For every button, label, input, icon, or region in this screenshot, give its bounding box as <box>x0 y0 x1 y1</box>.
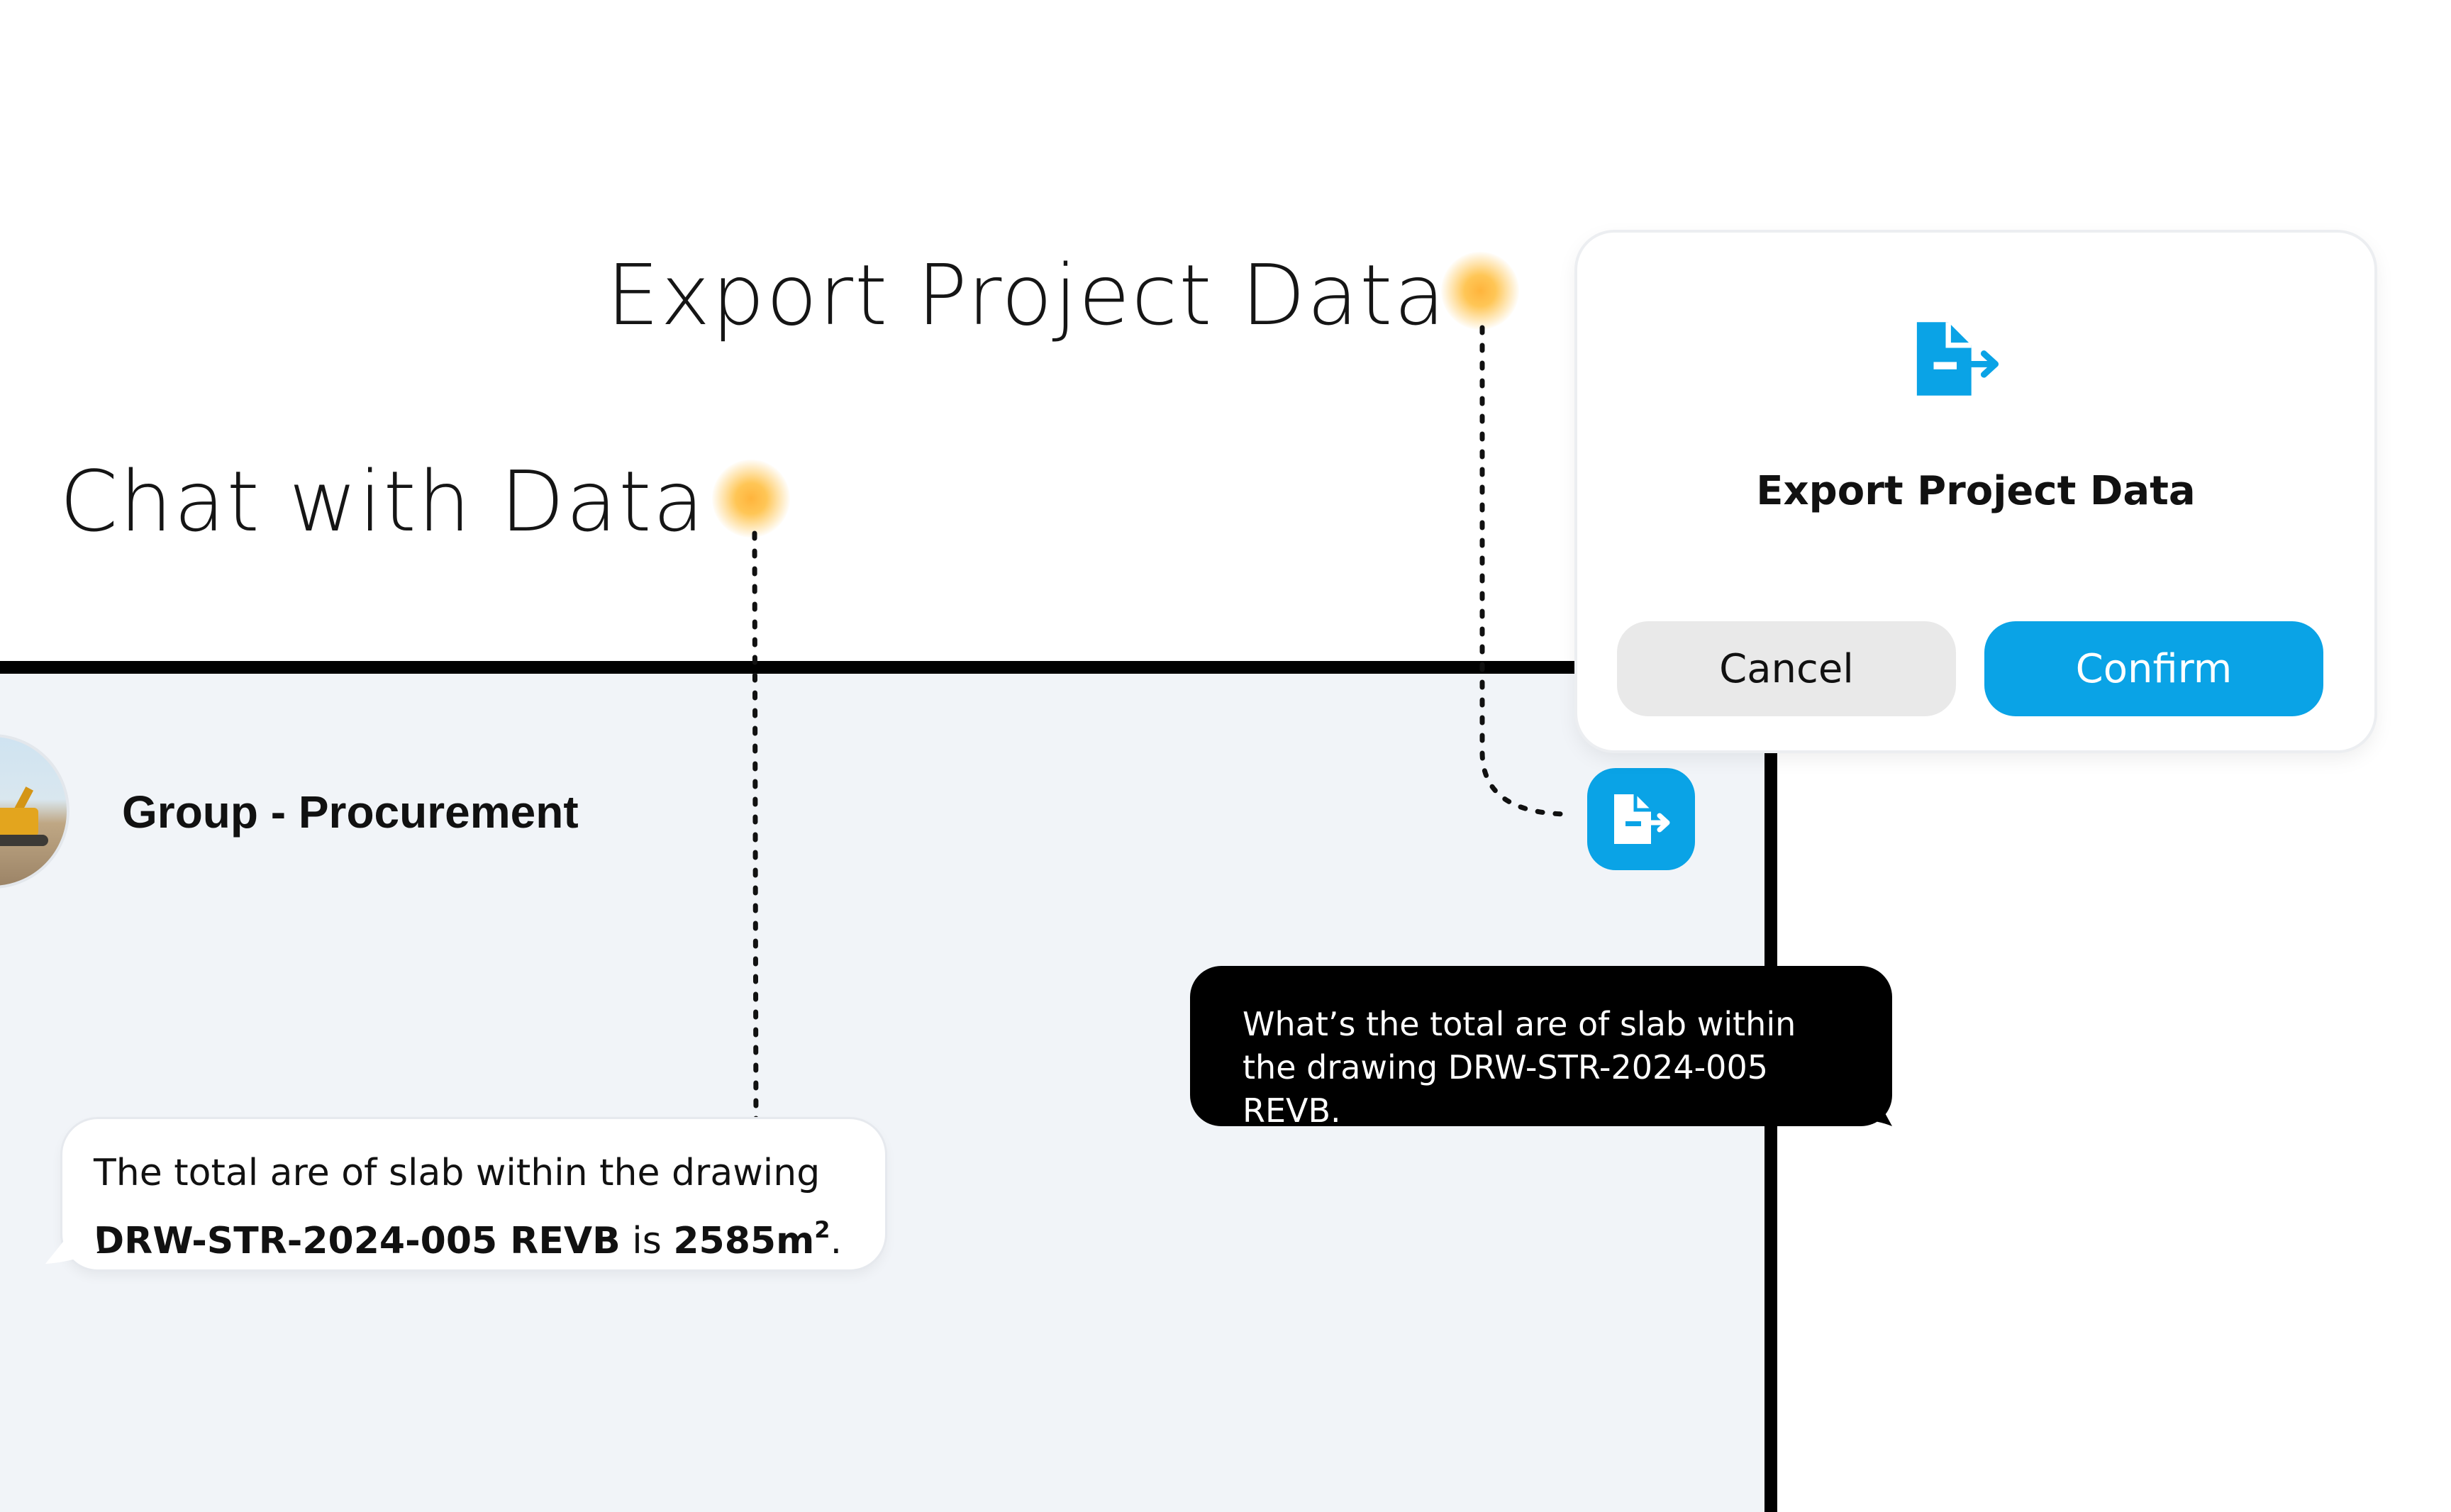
incoming-message-suffix: . <box>830 1220 843 1262</box>
outgoing-message-bubble: What’s the total are of slab within the … <box>1190 966 1892 1130</box>
incoming-message-area: 2585m <box>673 1220 815 1262</box>
connector-chat <box>752 530 759 1132</box>
connector-export <box>1479 325 1573 817</box>
incoming-message-area-exponent: 2 <box>814 1216 830 1243</box>
connector-lines <box>752 325 1573 1132</box>
feature-label-chat: Chat with Data <box>60 452 706 550</box>
confirm-button[interactable]: Confirm <box>1984 621 2323 716</box>
modal-title: Export Project Data <box>1756 468 2196 514</box>
bubble-tail <box>45 1206 99 1264</box>
avatar-excavator <box>0 808 38 836</box>
cancel-button[interactable]: Cancel <box>1617 621 1956 716</box>
highlight-dot-icon <box>712 460 790 538</box>
file-export-icon <box>1614 794 1670 844</box>
chat-group-title: Group - Procurement <box>122 786 579 838</box>
incoming-message-drawing: DRW-STR-2024-005 REVB <box>94 1220 621 1262</box>
incoming-message-prefix: The total are of slab within the drawing <box>94 1152 821 1194</box>
bubble-tail <box>1858 1064 1892 1126</box>
incoming-message-middle: is <box>632 1220 662 1262</box>
avatar-excavator-tread <box>0 835 48 846</box>
incoming-message-bubble: The total are of slab within the drawing… <box>62 1119 885 1269</box>
outgoing-message-text: What’s the total are of slab within the … <box>1243 1005 1796 1130</box>
file-export-icon <box>1916 322 1999 396</box>
export-button[interactable] <box>1587 768 1695 870</box>
highlight-dot-icon <box>1441 252 1519 330</box>
export-modal: Export Project Data Cancel Confirm <box>1577 233 2374 750</box>
feature-label-export: Export Project Data <box>606 246 1447 344</box>
